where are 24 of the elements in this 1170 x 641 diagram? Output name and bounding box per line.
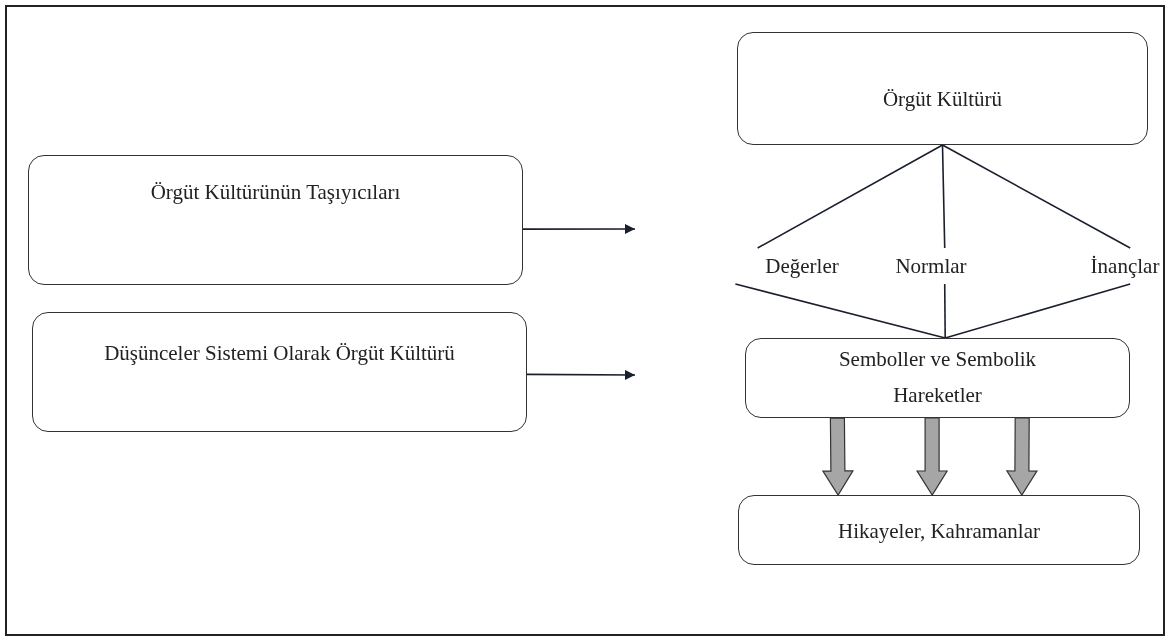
box-label: Örgüt Kültürü bbox=[882, 87, 1003, 111]
arrow bbox=[522, 224, 636, 234]
box-label: Semboller ve Sembolik Hareketler bbox=[838, 347, 1037, 407]
box-label: Hikayeler, Kahramanlar bbox=[837, 519, 1041, 543]
concept-label: Normlar bbox=[882, 248, 980, 284]
connector-line bbox=[943, 283, 946, 339]
connector-line bbox=[756, 144, 944, 249]
block-arrow bbox=[916, 417, 949, 497]
connector-line bbox=[941, 144, 946, 249]
connector-line bbox=[944, 283, 1131, 339]
box-label: Örgüt Kültürünün Taşıyıcıları bbox=[150, 180, 401, 204]
process-box bbox=[32, 312, 527, 432]
block-arrow bbox=[1005, 417, 1038, 497]
process-box bbox=[737, 32, 1148, 145]
box-label: Düşünceler Sistemi Olarak Örgüt Kültürü bbox=[104, 341, 455, 365]
process-box bbox=[745, 338, 1130, 418]
connector-line bbox=[941, 144, 1131, 249]
arrow bbox=[526, 369, 636, 380]
block-arrow bbox=[821, 417, 854, 497]
concept-label: İnançlar bbox=[1088, 248, 1162, 284]
process-box bbox=[738, 495, 1140, 565]
concept-label: Değerler bbox=[728, 248, 876, 284]
connector-line bbox=[734, 283, 946, 339]
process-box bbox=[28, 155, 523, 285]
